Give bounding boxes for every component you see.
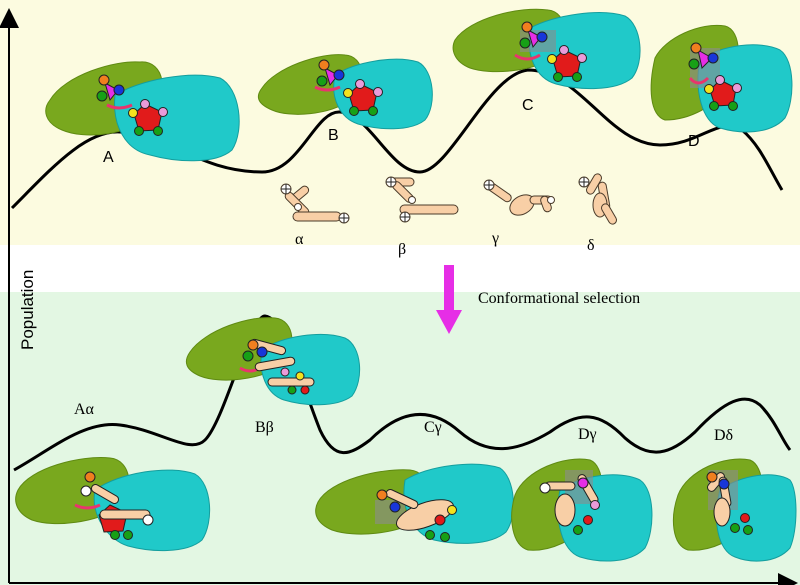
conformer-label-beta: β bbox=[398, 241, 406, 258]
state-label-b: B bbox=[328, 127, 339, 144]
complex-d-gamma bbox=[511, 458, 653, 562]
complex-a-alpha bbox=[15, 457, 211, 552]
bottom-landscape-curve bbox=[13, 314, 792, 472]
state-label-d-gamma: Dγ bbox=[578, 426, 597, 443]
complex-c-gamma bbox=[315, 463, 514, 544]
conformer-gamma bbox=[483, 179, 555, 216]
ligand-triangle bbox=[104, 81, 119, 102]
linker bbox=[314, 85, 341, 92]
arrow-label: Conformational selection bbox=[478, 290, 640, 307]
linker bbox=[688, 76, 710, 85]
conformer-beta bbox=[385, 176, 459, 223]
conformer-label-gamma: γ bbox=[491, 230, 499, 247]
state-label-d-delta: Dδ bbox=[714, 427, 733, 444]
conformer-delta bbox=[578, 173, 617, 225]
conformer-alpha bbox=[280, 183, 350, 224]
linker bbox=[514, 53, 541, 61]
state-label-b-beta: Bβ bbox=[255, 419, 274, 436]
y-axis-label: Population bbox=[18, 270, 37, 350]
linker bbox=[106, 103, 133, 110]
complex-d bbox=[650, 24, 793, 133]
complex-c bbox=[452, 8, 641, 90]
complex-d-delta bbox=[672, 458, 797, 562]
state-label-a: A bbox=[103, 149, 114, 166]
state-label-a-alpha: Aα bbox=[74, 401, 95, 418]
complex-a bbox=[45, 61, 240, 162]
complex-b bbox=[257, 54, 433, 130]
complex-b-beta bbox=[185, 317, 361, 406]
conformer-label-alpha: α bbox=[295, 231, 304, 248]
cyan-protein-shape bbox=[114, 74, 240, 162]
cyan-protein-shape bbox=[697, 44, 793, 133]
conformational-selection-arrow bbox=[436, 265, 462, 334]
state-label-c: C bbox=[522, 97, 534, 114]
conformer-label-delta: δ bbox=[587, 237, 595, 254]
state-label-d: D bbox=[688, 133, 700, 150]
state-label-c-gamma: Cγ bbox=[424, 419, 442, 436]
